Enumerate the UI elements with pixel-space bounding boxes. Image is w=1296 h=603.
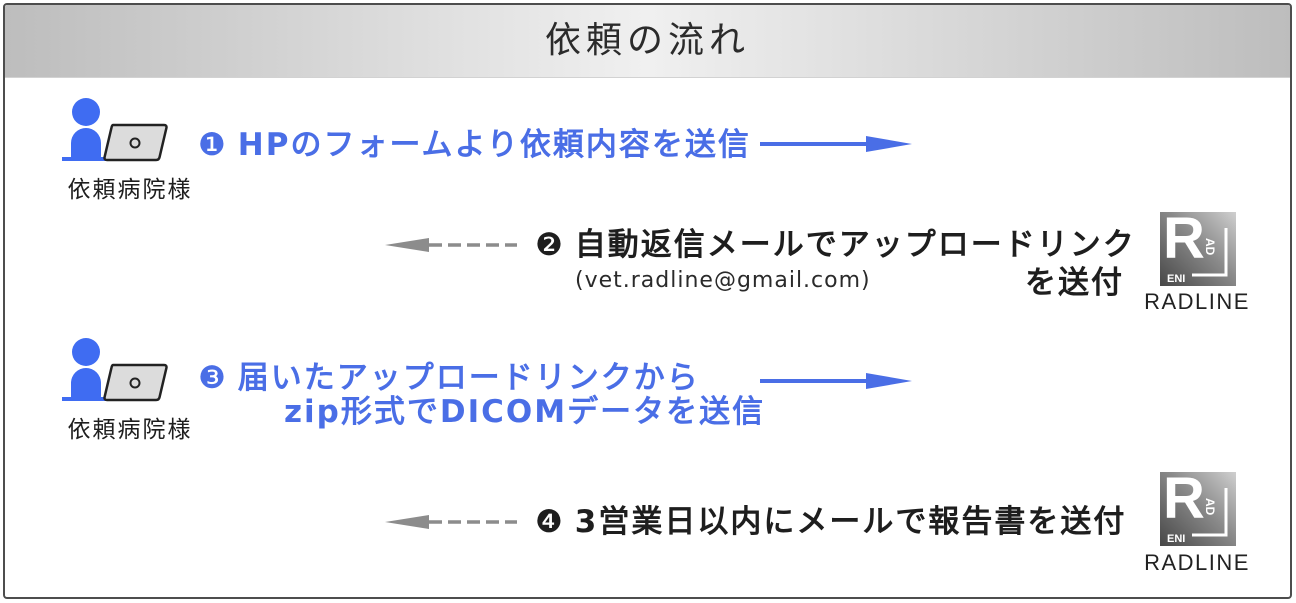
person-body (71, 368, 101, 398)
step-number-badge: ❷ (535, 227, 563, 263)
arrow-right-icon (760, 373, 912, 389)
laptop (103, 363, 168, 402)
step-line: ❶ HPのフォームより依頼内容を送信 (198, 127, 751, 163)
step-text: 自動返信メールでアップロードリンク (574, 227, 1136, 263)
dashed-arrow-left-icon (385, 515, 517, 529)
logo-bottom-letters: ENI (1167, 533, 1185, 545)
laptop (103, 123, 168, 162)
actor-label: 依頼病院様 (67, 177, 193, 203)
logo-bracket (1192, 228, 1228, 277)
step-line: ❹ 3営業日以内にメールで報告書を送付 (535, 504, 1126, 540)
laptop-mark (129, 137, 141, 149)
radline-logo: R AD ENI (1160, 212, 1236, 286)
logo-label: RADLINE (1144, 289, 1250, 314)
logo-letter: R (1163, 472, 1205, 531)
radline-logo: R AD ENI (1160, 472, 1236, 546)
step-number-badge: ❸ (198, 360, 226, 396)
step-text: HPのフォームより依頼内容を送信 (237, 127, 751, 163)
person-body (71, 128, 101, 158)
arrow-right-icon (760, 136, 912, 152)
step-line: ❸ 届いたアップロードリンクから (198, 360, 700, 396)
logo-bottom-letters: ENI (1167, 273, 1185, 285)
step-text: 3営業日以内にメールで報告書を送付 (574, 504, 1127, 540)
step-text: 届いたアップロードリンクから (237, 360, 700, 396)
person-with-laptop-icon (62, 98, 168, 162)
flow-frame: 依頼の流れ (3, 3, 1292, 599)
step-text-continued: zip形式でDICOMデータを送信 (284, 394, 766, 430)
dashed-arrow-left-icon (385, 238, 517, 252)
logo-side-letters: AD (1203, 238, 1217, 256)
step-number-badge: ❶ (198, 127, 226, 163)
header-bar: 依頼の流れ (5, 5, 1290, 78)
logo-side-letters: AD (1203, 498, 1217, 516)
logo-bracket (1192, 488, 1228, 537)
actor-label: 依頼病院様 (67, 417, 193, 443)
person-head (72, 98, 100, 126)
person-with-laptop-icon (62, 338, 168, 402)
laptop-mark (129, 377, 141, 389)
step-text-continued: を送付 (1025, 265, 1124, 301)
logo-letter: R (1163, 212, 1205, 271)
email-address: (vet.radline@gmail.com) (575, 268, 871, 293)
person-head (72, 338, 100, 366)
page-title: 依頼の流れ (544, 20, 750, 61)
step-number-badge: ❹ (535, 504, 563, 540)
step-line: ❷ 自動返信メールでアップロードリンク (535, 227, 1136, 263)
logo-label: RADLINE (1144, 550, 1250, 575)
